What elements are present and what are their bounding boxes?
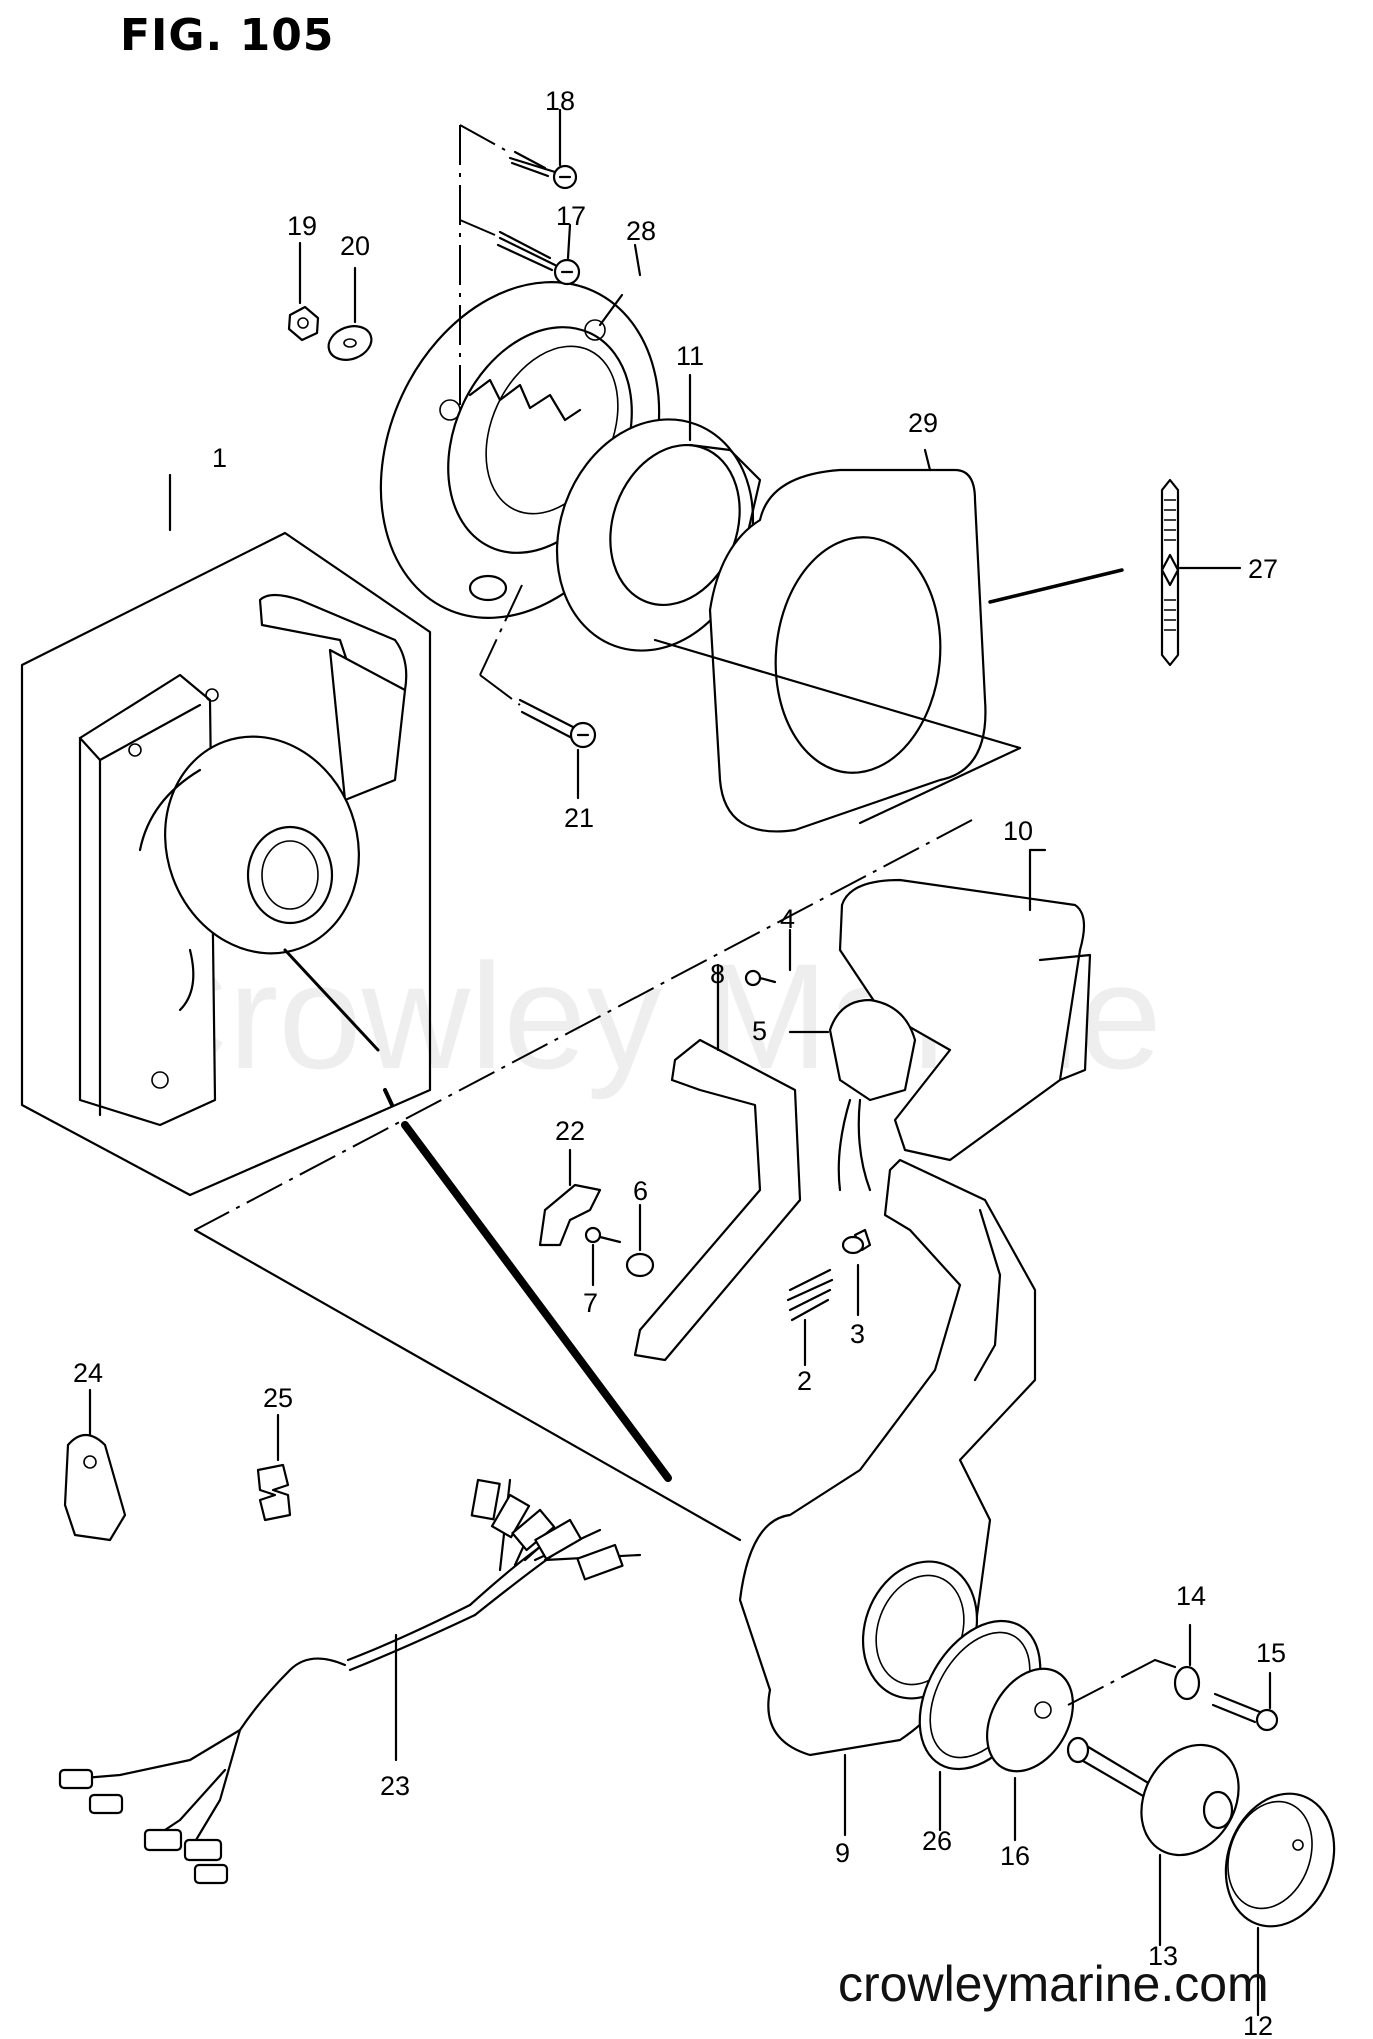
part-18-screw bbox=[508, 108, 578, 190]
callout-24: 24 bbox=[73, 1358, 103, 1388]
part-2-spring bbox=[786, 1268, 834, 1367]
part-7-bolt bbox=[584, 1226, 622, 1287]
part-5-switch bbox=[788, 998, 917, 1192]
callout-29: 29 bbox=[908, 408, 938, 438]
callout-7: 7 bbox=[583, 1288, 598, 1318]
part-22-lever bbox=[538, 1148, 602, 1247]
part-11-ring bbox=[555, 373, 762, 652]
callout-18: 18 bbox=[545, 86, 575, 116]
callout-20: 20 bbox=[340, 231, 370, 261]
callout-9: 9 bbox=[835, 1838, 850, 1868]
callout-27: 27 bbox=[1248, 554, 1278, 584]
website-url: crowleymarine.com bbox=[838, 1956, 1269, 2012]
callout-15: 15 bbox=[1256, 1638, 1286, 1668]
assembly-guide-lines bbox=[193, 638, 1022, 1542]
callout-14: 14 bbox=[1176, 1581, 1206, 1611]
callout-21: 21 bbox=[564, 803, 594, 833]
part-12-knob bbox=[1224, 1792, 1336, 2017]
part-27-badge bbox=[1160, 478, 1242, 667]
part-4-screw bbox=[744, 928, 792, 987]
part-8-arm bbox=[633, 963, 802, 1362]
callout-6: 6 bbox=[633, 1176, 648, 1206]
part-20-washer bbox=[327, 266, 373, 361]
callout-4: 4 bbox=[780, 904, 795, 934]
part-23-wire-harness bbox=[58, 1478, 642, 1885]
part-14-washer bbox=[1067, 1623, 1201, 1706]
part-13-shaft bbox=[1066, 1736, 1240, 1947]
callout-17: 17 bbox=[556, 201, 586, 231]
callout-5: 5 bbox=[752, 1016, 767, 1046]
callout-11: 11 bbox=[676, 341, 704, 371]
part-10-side-cover bbox=[838, 848, 1092, 1162]
part-21-screw bbox=[479, 584, 597, 800]
callout-10: 10 bbox=[1003, 816, 1033, 846]
callout-25: 25 bbox=[263, 1383, 293, 1413]
callout-3: 3 bbox=[850, 1319, 865, 1349]
callout-19: 19 bbox=[287, 211, 317, 241]
figure-title: FIG. 105 bbox=[120, 10, 335, 61]
part-1-remote-control-box bbox=[20, 473, 432, 1197]
part-29-cover bbox=[708, 448, 1124, 833]
callout-28: 28 bbox=[626, 216, 656, 246]
callout-26: 26 bbox=[922, 1826, 952, 1856]
part-3-bolt bbox=[841, 1228, 872, 1317]
part-24-boot bbox=[63, 1388, 127, 1542]
callout-12: 12 bbox=[1243, 2011, 1273, 2039]
part-15-screw bbox=[1211, 1671, 1279, 1732]
callout-13: 13 bbox=[1148, 1941, 1178, 1971]
callout-labels: 1 2 3 4 5 6 7 8 9 10 11 12 13 14 15 16 1… bbox=[73, 86, 1286, 2039]
callout-23: 23 bbox=[380, 1771, 410, 1801]
part-25-clip bbox=[256, 1413, 292, 1522]
callout-1: 1 bbox=[212, 443, 227, 473]
part-16-cap bbox=[986, 1667, 1074, 1842]
callout-16: 16 bbox=[1000, 1841, 1030, 1871]
callout-2: 2 bbox=[797, 1366, 812, 1396]
part-6-washer bbox=[625, 1203, 655, 1278]
part-19-nut bbox=[287, 241, 320, 342]
callout-8: 8 bbox=[710, 959, 725, 989]
part-17-screw bbox=[459, 124, 581, 410]
callout-22: 22 bbox=[555, 1116, 585, 1146]
